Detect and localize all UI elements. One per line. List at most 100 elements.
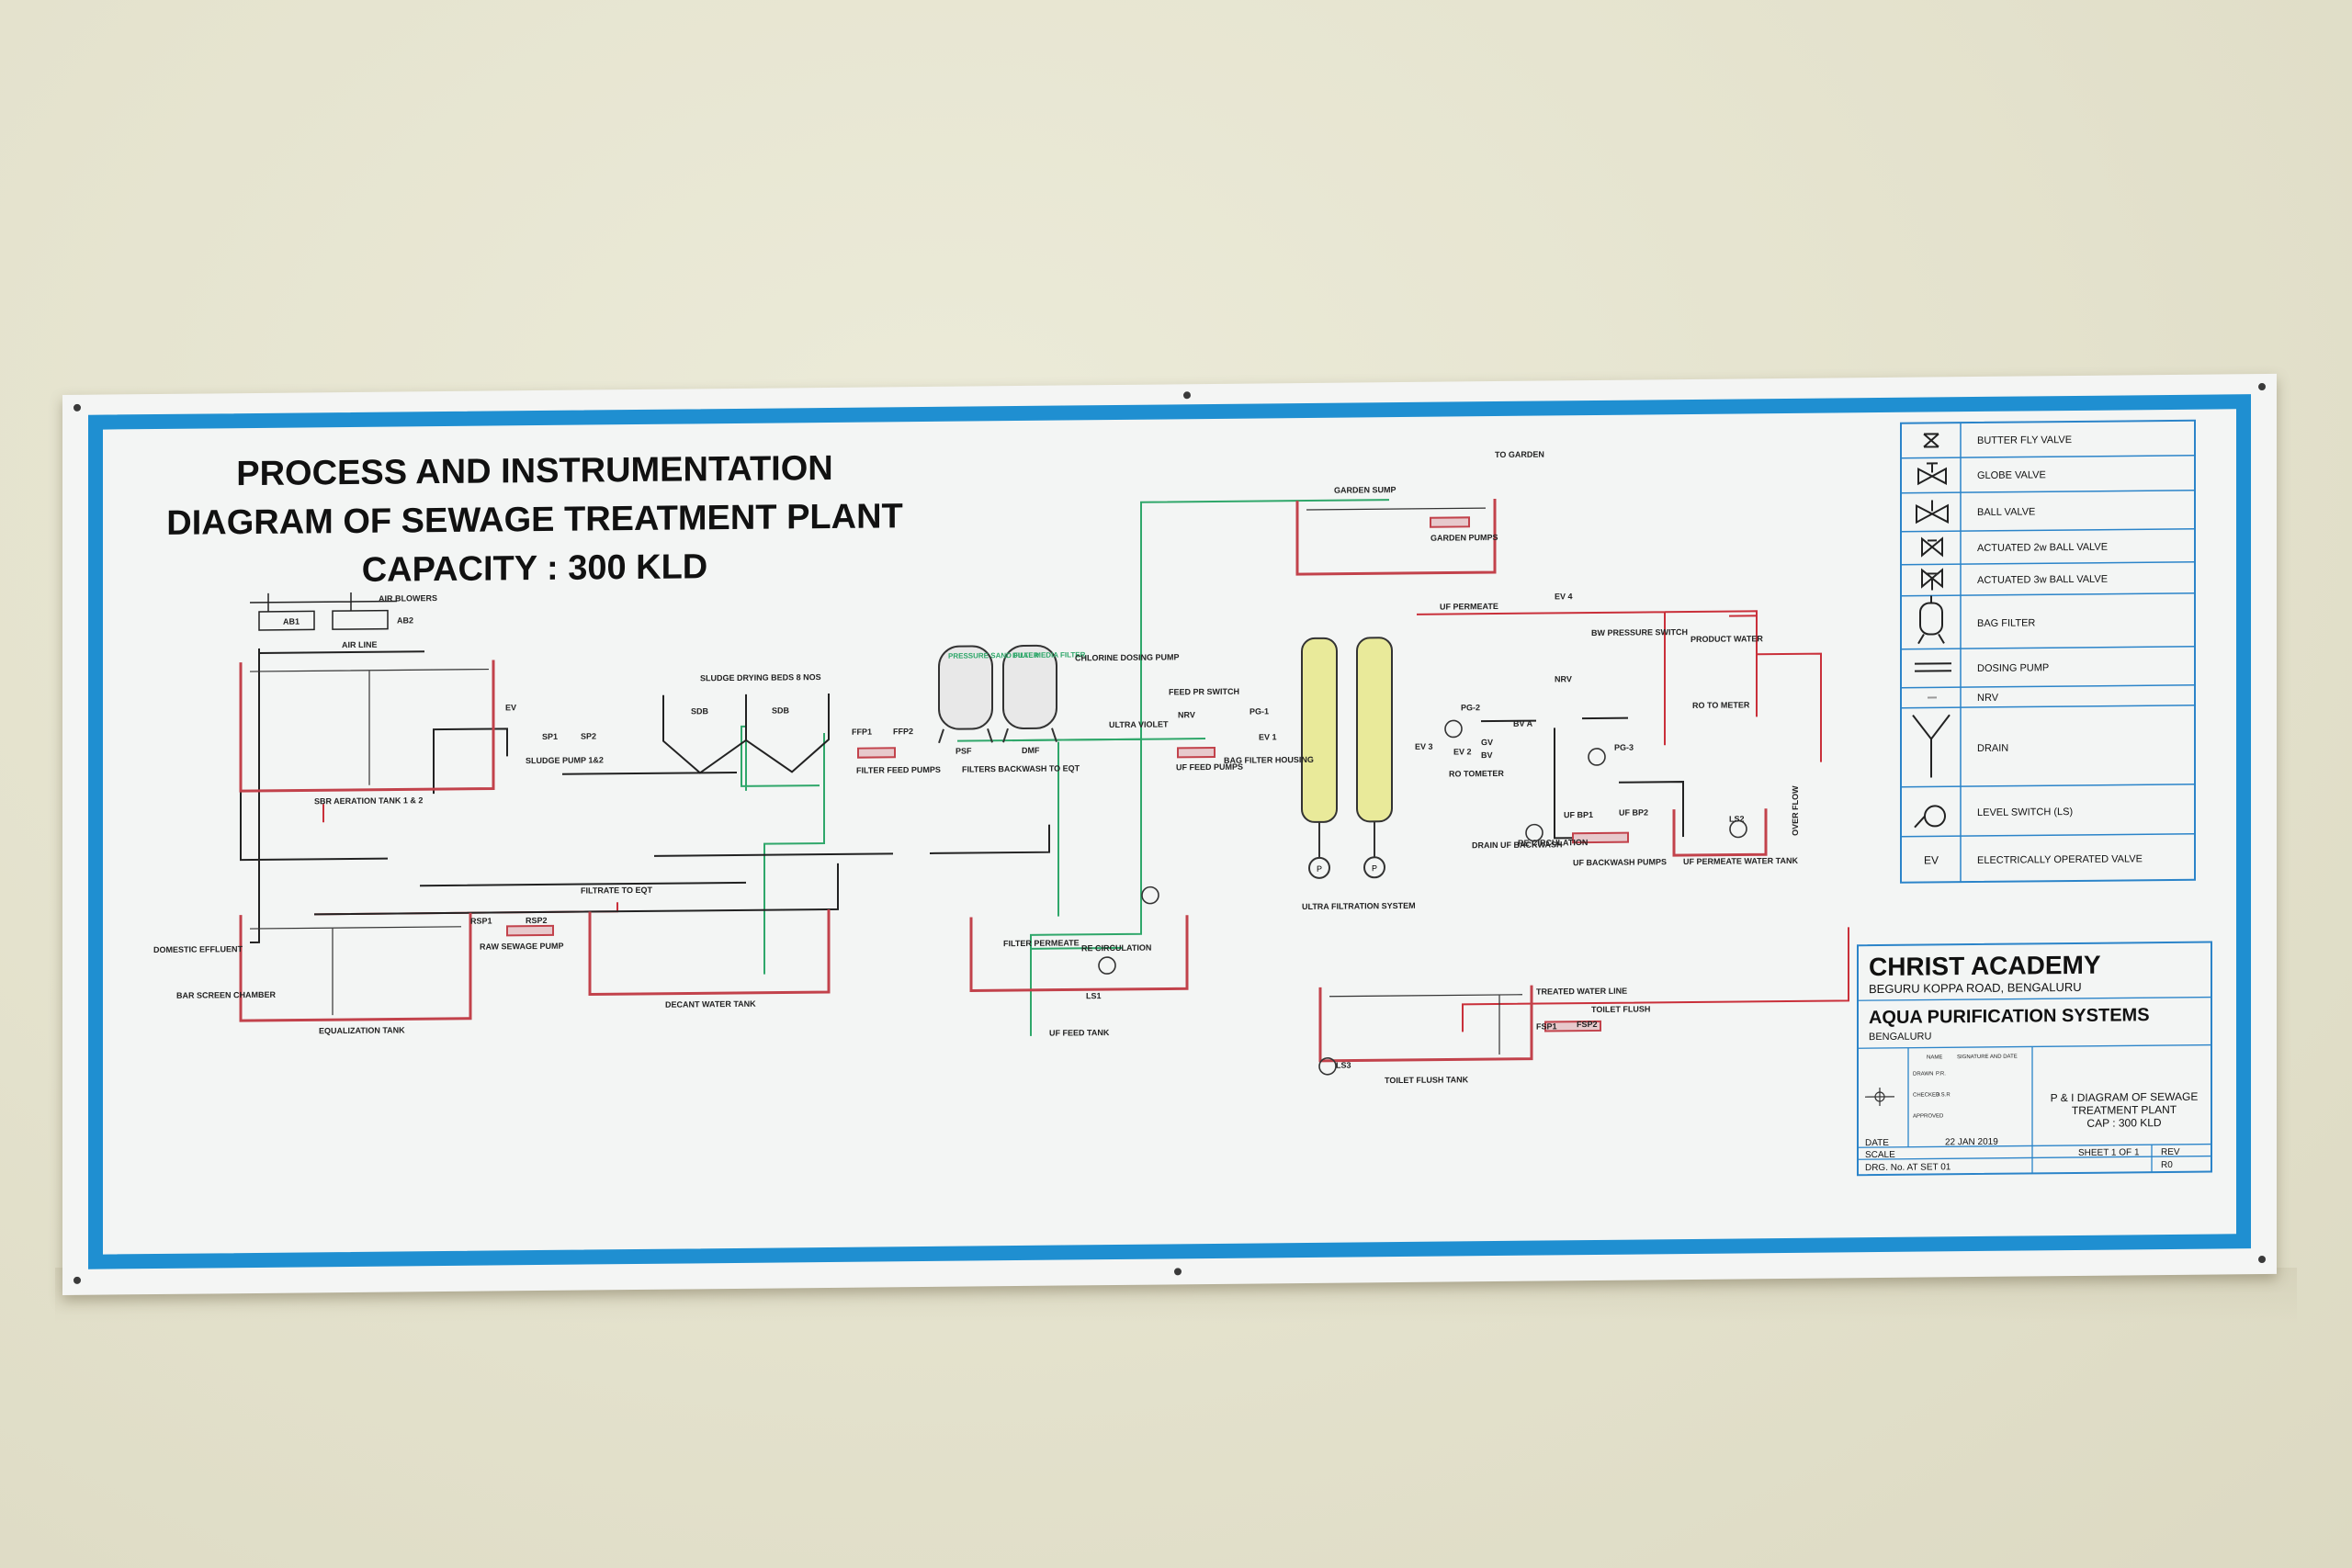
label-ultra-violet: ULTRA VIOLET bbox=[1109, 719, 1169, 729]
air-line bbox=[240, 648, 424, 944]
label-rsp1: RSP1 bbox=[470, 917, 492, 926]
dual-media-filter bbox=[1002, 644, 1057, 743]
screw bbox=[74, 1276, 81, 1284]
label-sp1: SP1 bbox=[542, 732, 558, 741]
label-pg3: PG-3 bbox=[1614, 743, 1634, 752]
label-toilet-flush-tank: TOILET FLUSH TANK bbox=[1385, 1075, 1469, 1085]
legend-label: ACTUATED 2w BALL VALVE bbox=[1977, 542, 2108, 554]
label-sdb-b: SDB bbox=[772, 705, 790, 715]
sludge-line bbox=[433, 728, 737, 795]
label-sludge-beds: SLUDGE DRYING BEDS 8 NOS bbox=[700, 672, 821, 682]
label-pg1: PG-1 bbox=[1250, 706, 1269, 716]
bag-filter-icon bbox=[1917, 595, 1945, 645]
label-ro-to-meter: RO TO METER bbox=[1692, 700, 1750, 710]
sheet: SHEET 1 OF 1 bbox=[2078, 1147, 2140, 1158]
label-bva: BV A bbox=[1513, 719, 1533, 728]
level-switch-icon bbox=[1914, 805, 1946, 829]
label-nrv: NRV bbox=[1178, 710, 1195, 719]
title-block: CHRIST ACADEMY BEGURU KOPPA ROAD, BENGAL… bbox=[1857, 941, 2212, 1177]
label-dmf: DMF bbox=[1022, 746, 1040, 755]
label-dual-media-filter: DUAL MEDIA FILTER bbox=[1012, 650, 1086, 660]
uv-line bbox=[957, 738, 1205, 742]
sign-board: PROCESS AND INSTRUMENTATION DIAGRAM OF S… bbox=[62, 373, 2277, 1295]
date-label: DATE bbox=[1865, 1138, 1889, 1148]
legend-table: EV BUTTER FLY VALVE GLOBE VALVE BALL VAL… bbox=[1900, 419, 2196, 884]
label-bv: BV bbox=[1481, 750, 1493, 760]
svg-text:P: P bbox=[1317, 864, 1322, 874]
butterfly-valve-icon bbox=[1923, 433, 1939, 448]
legend-label: NRV bbox=[1977, 693, 1999, 704]
label-sludge-pump: SLUDGE PUMP 1&2 bbox=[526, 755, 604, 765]
label-fsp1: FSP1 bbox=[1536, 1021, 1557, 1031]
col-signature: SIGNATURE AND DATE bbox=[1957, 1055, 2018, 1061]
label-ls1: LS1 bbox=[1086, 991, 1102, 1000]
label-decant-tank: DECANT WATER TANK bbox=[665, 999, 756, 1010]
gauges bbox=[1098, 719, 1747, 1076]
drain-icon bbox=[1912, 714, 1951, 778]
label-filter-feed-pumps: FILTER FEED PUMPS bbox=[856, 765, 941, 775]
label-feed-pr-switch: FEED PR SWITCH bbox=[1169, 687, 1239, 697]
label-uf-feed-tank: UF FEED TANK bbox=[1049, 1028, 1110, 1038]
label-filters-backwash: FILTERS BACKWASH TO EQT bbox=[962, 763, 1080, 773]
legend-label: GLOBE VALVE bbox=[1977, 469, 2046, 481]
label-ro-tometer: RO TOMETER bbox=[1449, 769, 1504, 779]
label-bar-screen: BAR SCREEN CHAMBER bbox=[176, 990, 277, 1000]
uf-feed-tank bbox=[969, 915, 1189, 993]
legend-ev-code: EV bbox=[1924, 853, 1939, 866]
label-filtrate: FILTRATE TO EQT bbox=[581, 886, 652, 896]
uf-permeate-line bbox=[1417, 610, 1758, 746]
label-ab2: AB2 bbox=[397, 615, 413, 625]
screw bbox=[1174, 1268, 1182, 1276]
toilet-flush-tank bbox=[1318, 985, 1533, 1063]
drawing-title-3: CAP : 300 KLD bbox=[2086, 1116, 2161, 1130]
label-pressure-sand-filter: PRESSURE SAND FILTER bbox=[948, 651, 1039, 660]
client-address: BEGURU KOPPA ROAD, BENGALURU bbox=[1869, 980, 2082, 996]
client-name: CHRIST ACADEMY bbox=[1869, 951, 2101, 981]
rev-label: REV bbox=[2161, 1147, 2180, 1157]
label-ev1: EV 1 bbox=[1259, 732, 1277, 741]
svg-text:P: P bbox=[1372, 863, 1377, 873]
title-line-2: DIAGRAM OF SEWAGE TREATMENT PLANT bbox=[166, 497, 902, 543]
legend-label: BAG FILTER bbox=[1977, 617, 2035, 629]
drg-no: DRG. No. AT SET 01 bbox=[1865, 1162, 1951, 1173]
decant-water-tank bbox=[588, 908, 831, 997]
product-water-line bbox=[1729, 615, 1822, 762]
title-line-3: CAPACITY : 300 KLD bbox=[362, 547, 708, 590]
label-garden-pumps: GARDEN PUMPS bbox=[1430, 533, 1498, 543]
sewage-red-line bbox=[314, 804, 618, 916]
label-product-water: PRODUCT WATER bbox=[1690, 634, 1763, 644]
label-ev3: EV 3 bbox=[1415, 742, 1433, 751]
tank-details bbox=[250, 507, 1522, 1055]
checked-label: CHECKED bbox=[1913, 1092, 1940, 1098]
label-nrv2: NRV bbox=[1555, 674, 1572, 683]
checked-by: B.S.R bbox=[1936, 1092, 1951, 1098]
label-ultrafiltration: ULTRA FILTRATION SYSTEM bbox=[1302, 901, 1416, 911]
uf-permeate-water-tank bbox=[1672, 808, 1768, 857]
uf-feed-line bbox=[1012, 738, 1142, 1036]
treated-water-line bbox=[1462, 927, 1849, 1032]
diagram-labels: AIR BLOWERS AB1 AB2 AIR LINE SBR AERATIO… bbox=[153, 450, 1800, 1086]
filtrate-line bbox=[314, 863, 839, 916]
label-sdb-a: SDB bbox=[691, 706, 709, 716]
ultra-filtration-system: P P bbox=[1301, 637, 1393, 879]
label-sbr-tank: SBR AERATION TANK 1 & 2 bbox=[314, 795, 423, 806]
drawn-label: DRAWN bbox=[1913, 1071, 1933, 1077]
col-name: NAME bbox=[1927, 1055, 1942, 1060]
label-air-line: AIR LINE bbox=[342, 640, 378, 649]
backwash-line bbox=[654, 824, 1050, 857]
legend-label: BALL VALVE bbox=[1977, 506, 2035, 518]
garden-sump bbox=[1295, 499, 1497, 576]
equalization-tank bbox=[239, 912, 472, 1022]
screw bbox=[74, 403, 81, 412]
label-filter-permeate: FILTER PERMEATE bbox=[1003, 938, 1080, 948]
actuated-3w-ball-valve-icon bbox=[1921, 568, 1943, 591]
garden-line bbox=[1140, 499, 1389, 801]
label-domestic-effluent: DOMESTIC EFFLUENT bbox=[153, 944, 243, 954]
process-lines bbox=[240, 499, 1849, 1036]
label-pg2: PG-2 bbox=[1461, 703, 1480, 712]
air-blowers bbox=[250, 592, 397, 631]
label-ev4: EV 4 bbox=[1555, 592, 1573, 601]
legend-label: LEVEL SWITCH (LS) bbox=[1977, 807, 2073, 818]
legend-label: DRAIN bbox=[1977, 743, 2008, 754]
drawn-by: P.R. bbox=[1936, 1071, 1946, 1077]
